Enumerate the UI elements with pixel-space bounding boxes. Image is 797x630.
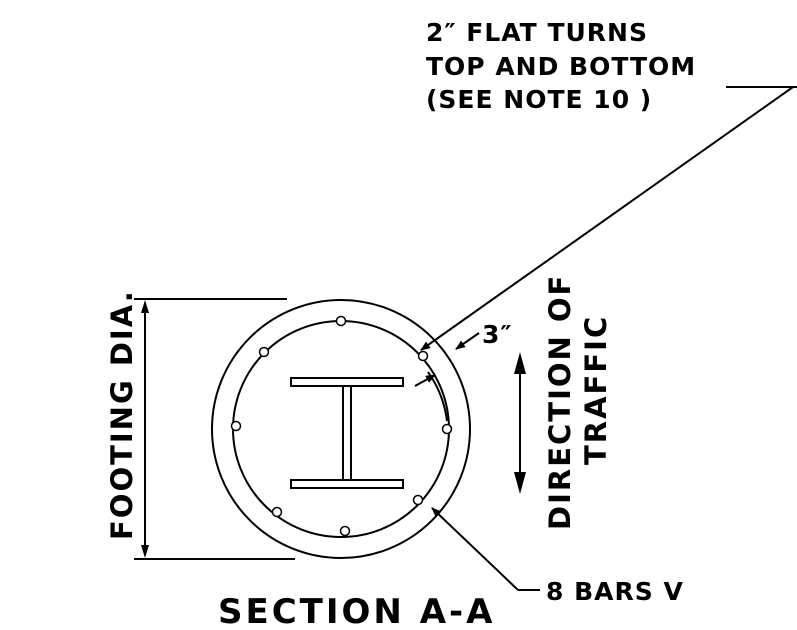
direction-of-traffic-line-1: DIRECTION OF	[543, 274, 577, 530]
rebar-dot	[335, 315, 347, 327]
direction-of-traffic-line-2: TRAFFIC	[579, 315, 613, 465]
bars-label: 8 BARS V	[546, 577, 684, 606]
footing-diameter-dimension	[134, 298, 295, 560]
flat-turns-note-line-3: (SEE NOTE 10 )	[426, 85, 652, 114]
rebar-dot	[271, 506, 283, 518]
rebar-dot	[412, 494, 424, 506]
flat-turns-note-line-1: 2″ FLAT TURNS	[426, 18, 648, 47]
rebar-dot	[417, 350, 429, 362]
rebar-dot	[258, 346, 270, 358]
bars-leader	[431, 507, 540, 591]
rebar-dot	[230, 420, 242, 432]
section-title: SECTION A-A	[218, 592, 495, 630]
i-beam-post	[290, 377, 404, 489]
rebar-dot	[339, 525, 351, 537]
footing-outer-circle	[211, 299, 471, 559]
footing-diameter-label: FOOTING DIA.	[105, 289, 139, 540]
rebar-dot	[441, 423, 453, 435]
direction-arrow	[514, 352, 526, 494]
footing-dimension-arrowheads	[141, 300, 149, 558]
vertical-bars	[230, 315, 453, 537]
flat-turns-note-line-2: TOP AND BOTTOM	[426, 52, 696, 81]
cover-dimension	[414, 332, 480, 422]
cover-dimension-label: 3″	[482, 320, 513, 349]
note-leader	[420, 86, 797, 351]
